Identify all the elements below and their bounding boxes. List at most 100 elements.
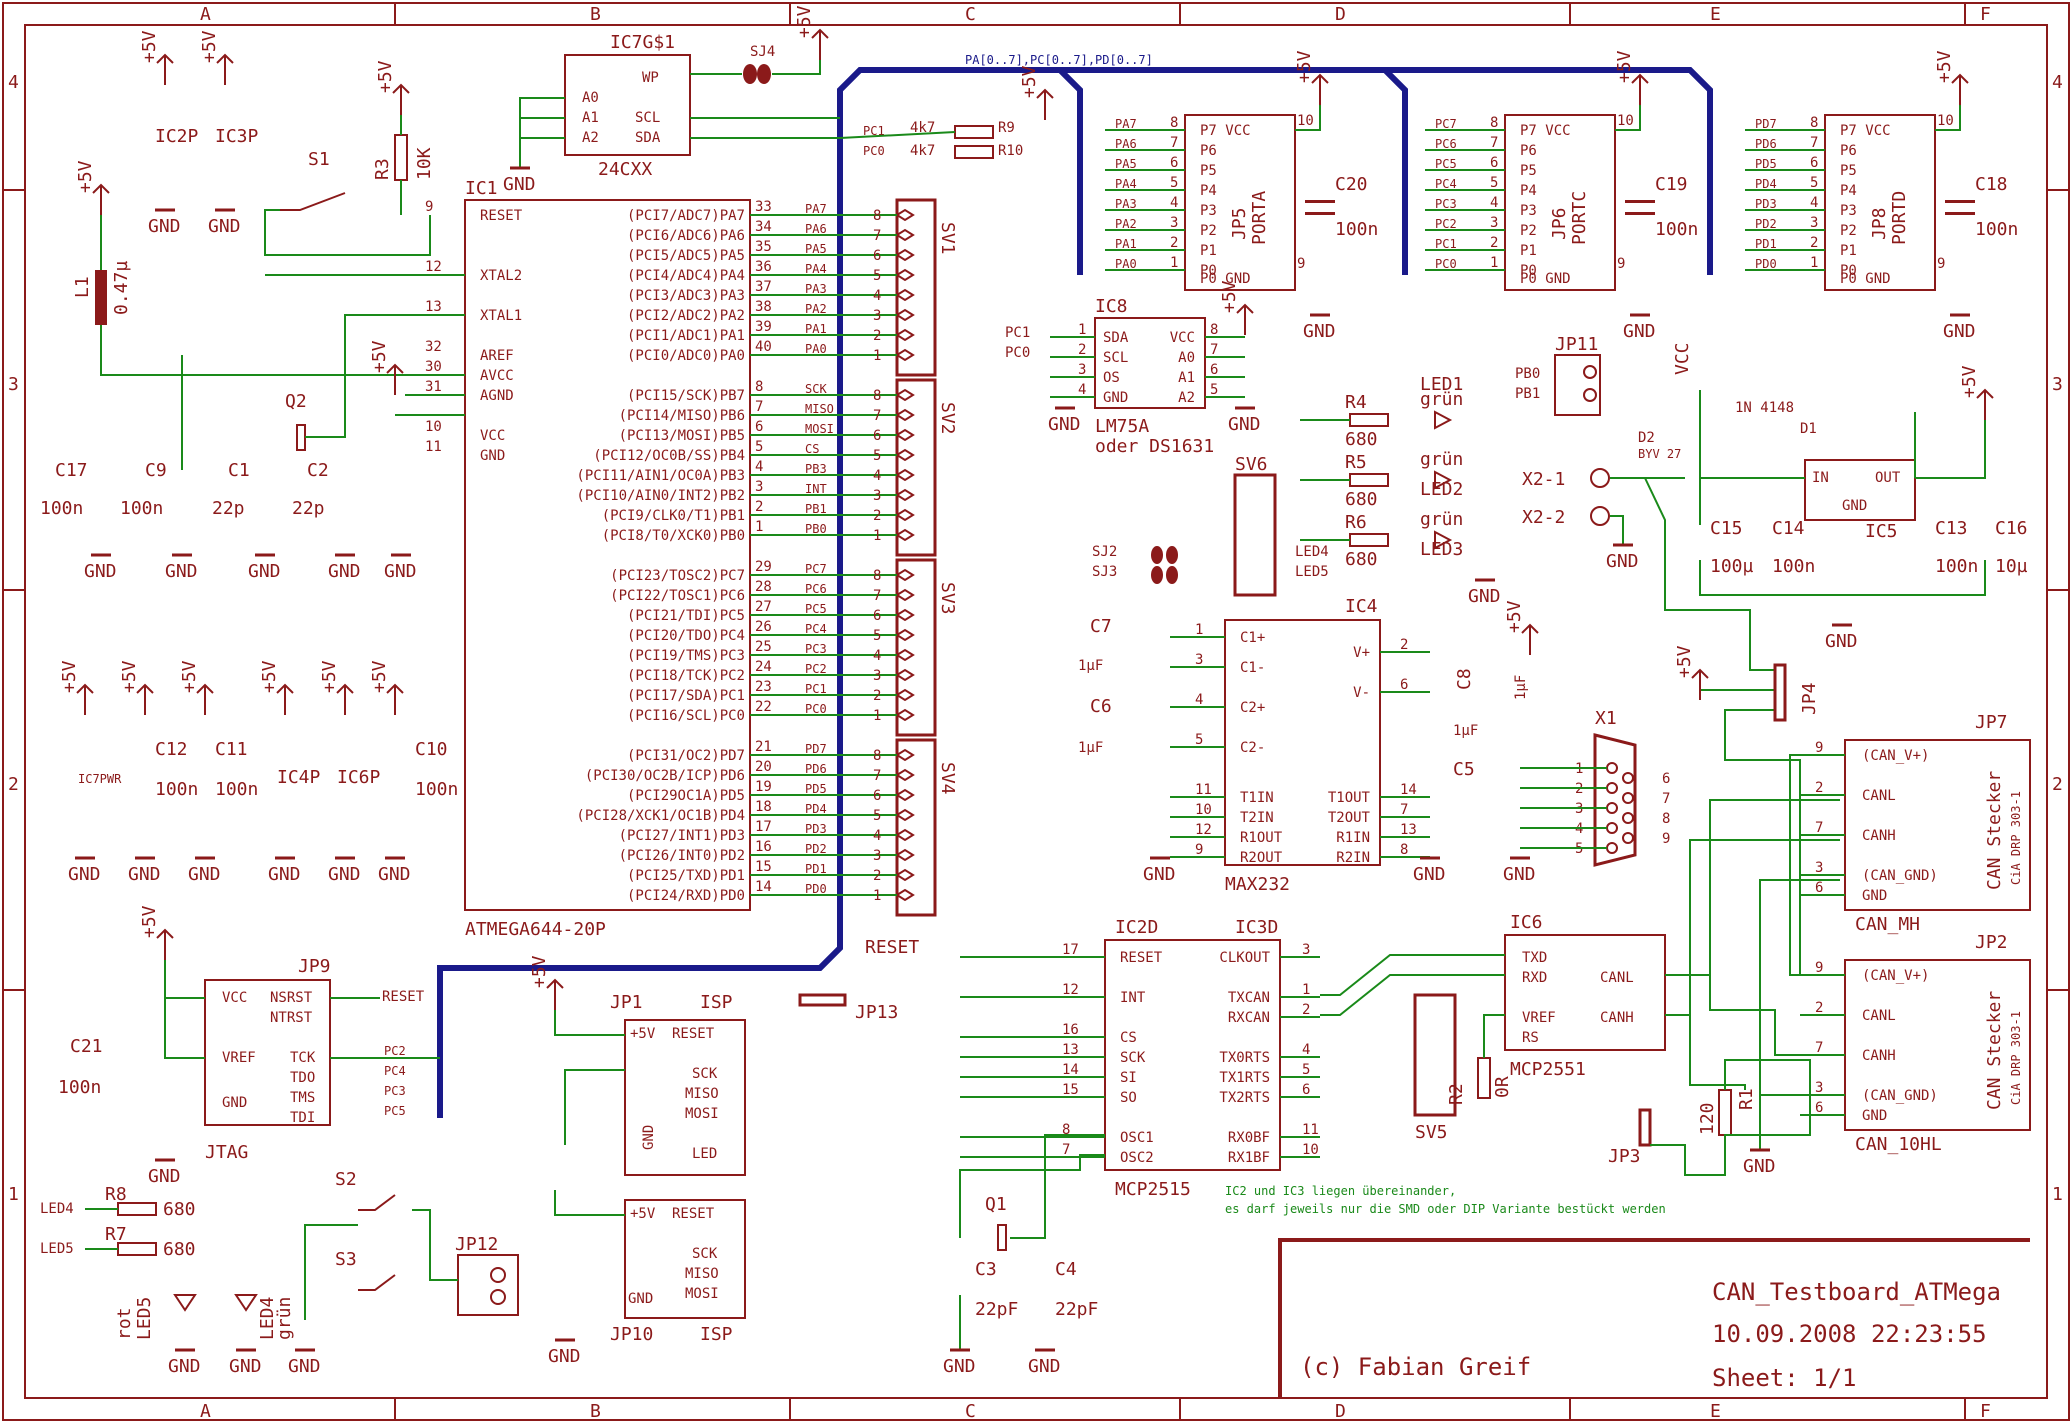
mcu-pin-name: (PCI4/ADC4)PA4 [627, 268, 745, 284]
mcu-pin-number: 21 [755, 739, 772, 755]
max232-pin-number: 7 [1400, 802, 1408, 818]
mcu-pin-number: 39 [755, 319, 772, 335]
mcp2515-pin-number: 17 [1062, 942, 1079, 958]
ground-label: GND [1943, 321, 1976, 342]
port-header-pin: P0 GND [1840, 271, 1891, 287]
bottom-led-wires [85, 1208, 118, 1250]
mcp2515-pin-number: 10 [1302, 1142, 1319, 1158]
can-connector-pin: CANH [1862, 1048, 1896, 1064]
d1-part: 1N 4148 [1735, 400, 1794, 416]
supply-arrow [1236, 303, 1254, 335]
mcp2515-pin-number: 16 [1062, 1022, 1079, 1038]
c16-value: 10µ [1995, 556, 2028, 577]
header-pin-number: 6 [873, 248, 881, 264]
sj4-label: SJ4 [750, 44, 775, 60]
header-pin-number: 2 [873, 328, 881, 344]
mcp2515-pin-name: INT [1120, 990, 1146, 1006]
eeprom-ref: IC7G$1 [610, 32, 675, 53]
port-header-pin: P2 [1520, 223, 1537, 239]
wire [1295, 105, 1321, 131]
jp13-ref: JP13 [855, 1002, 898, 1023]
title: CAN_Testboard_ATMega [1712, 1278, 2001, 1306]
crystal-wires [959, 1134, 1105, 1350]
isp-pin-name: LED [692, 1146, 717, 1162]
lm75-pin-number: 8 [1210, 322, 1218, 338]
dsub-pin [1606, 782, 1618, 794]
isp-pin-name: GND [641, 1125, 657, 1150]
net-label: PA3 [805, 282, 827, 296]
mcp2515-pin-number: 12 [1062, 982, 1079, 998]
max232-pin-name: T2OUT [1328, 810, 1371, 826]
header-pin-number: 8 [873, 388, 881, 404]
eeprom-pin-a2: A2 [582, 130, 599, 146]
ground-label: GND [168, 1356, 201, 1377]
port-header-pin: P3 [1200, 203, 1217, 219]
supply-arrow [811, 28, 829, 60]
can-connector-pin-number: 6 [1815, 1100, 1823, 1116]
mcu-pin-number: 27 [755, 599, 772, 615]
mcu-pin-name: (PCI8/T0/XCK0)PB0 [602, 528, 745, 544]
bus-label: PA[0..7],PC[0..7],PD[0..7] [965, 53, 1153, 67]
mcp2551-canh: CANH [1600, 1010, 1634, 1026]
mcu-ref: IC1 [465, 178, 498, 199]
net-label: PD5 [805, 782, 827, 796]
lm75-pin-name: A0 [1178, 350, 1195, 366]
ground-label: GND [1413, 864, 1446, 885]
eeprom-pin-wp: WP [642, 70, 659, 86]
net-label: RESET [865, 937, 919, 958]
net-label: PA6 [805, 222, 827, 236]
led4-color: grün [274, 1297, 295, 1340]
header-pin [895, 848, 915, 862]
mcu-pin-name: (PCI7/ADC7)PA7 [627, 208, 745, 224]
net-label: PA0 [805, 342, 827, 356]
net-label: PC7 [1435, 117, 1457, 131]
led-symbol [1434, 530, 1453, 550]
ground-label: GND [548, 1346, 581, 1367]
resistor [1349, 473, 1389, 487]
c14-value: 100n [1772, 556, 1815, 577]
dsub-pin-number: 6 [1662, 771, 1670, 787]
x2-2-label: X2-2 [1522, 507, 1565, 528]
mcu-pin-name: (PCI18/TCK)PC2 [627, 668, 745, 684]
mcu-pin-number: 4 [755, 459, 763, 475]
c3-value: 22pF [975, 1299, 1018, 1320]
cap-plate [1625, 200, 1655, 203]
wire [1615, 105, 1641, 131]
eeprom-pin-scl: SCL [635, 110, 660, 126]
mcp2515-pin-name: TXCAN [1228, 990, 1270, 1006]
can-connector-pin: (CAN_V+) [1862, 748, 1929, 764]
net-label: PA7 [1115, 117, 1137, 131]
isp-pin-name: +5V [630, 1206, 656, 1222]
mcp2515-pin-number: 14 [1062, 1062, 1079, 1078]
led-resistor-value: 680 [1345, 489, 1378, 510]
header-pin-number: 8 [873, 208, 881, 224]
jp11-pb1: PB1 [1515, 386, 1540, 402]
mcp2515-pin-number: 4 [1302, 1042, 1310, 1058]
dsub-pin [1622, 772, 1634, 784]
can-connector-pin: (CAN_V+) [1862, 968, 1929, 984]
port-header-pin-number: 6 [1170, 155, 1178, 171]
port-header-pin-number: 2 [1170, 235, 1178, 251]
port-header-pin-number: 7 [1810, 135, 1818, 151]
supply-arrow [156, 53, 174, 85]
mcu-pin-name: (PCI26/INT0)PD2 [619, 848, 745, 864]
sheet-number: Sheet: 1/1 [1712, 1364, 1857, 1392]
resistor [1349, 413, 1389, 427]
net-label: PD6 [1755, 137, 1777, 151]
frame-col-top: C [965, 4, 976, 25]
mcu-pin-number: 9 [425, 199, 433, 215]
can-connector-pin-number: 9 [1815, 740, 1823, 756]
ic5-gnd: GND [1842, 498, 1867, 514]
header-pin-number: 6 [873, 788, 881, 804]
isp-pin-name: MOSI [685, 1106, 719, 1122]
header-pin-number: 8 [873, 568, 881, 584]
header-pin-number: 3 [873, 668, 881, 684]
ground-label: GND [1623, 321, 1656, 342]
sj2-label: SJ2 [1092, 544, 1117, 560]
port-header-pin-number: 1 [1490, 255, 1498, 271]
header-pin [895, 348, 915, 362]
c13-value: 100n [1935, 556, 1978, 577]
header-pin-number: 4 [873, 468, 881, 484]
isp-body [624, 1019, 746, 1176]
